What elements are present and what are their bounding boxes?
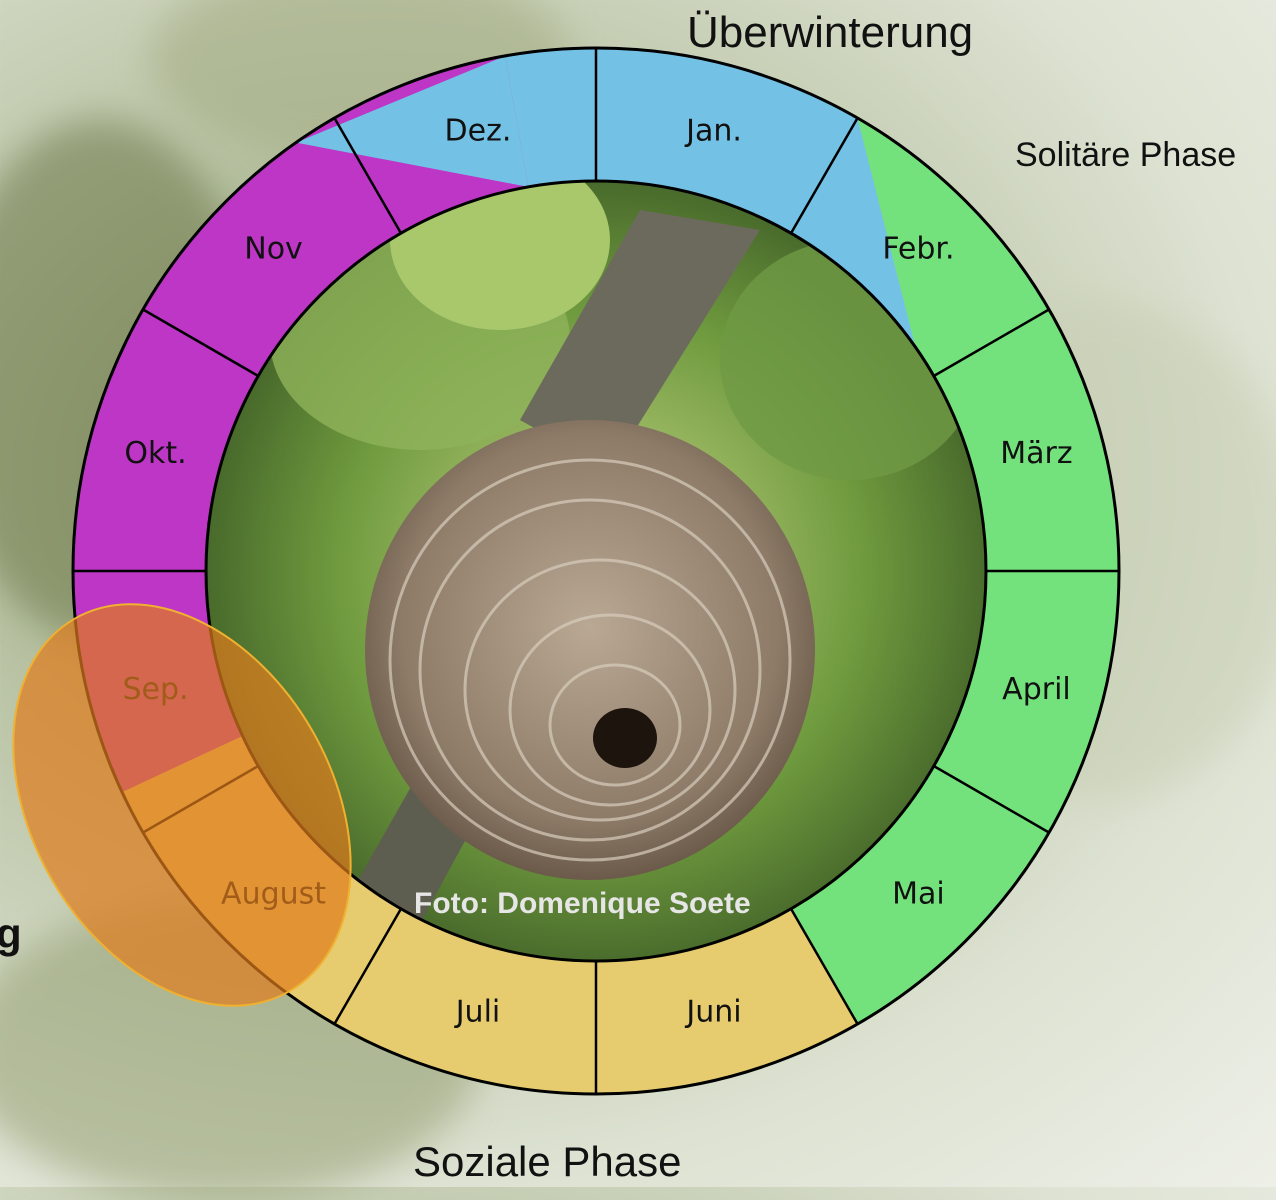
month-label-feb: Febr. <box>882 232 954 267</box>
month-label-may: Mai <box>892 876 945 911</box>
month-label-oct: Okt. <box>124 436 186 471</box>
photo-credit: Foto: Domenique Soete <box>414 887 751 920</box>
month-label-dec: Dez. <box>445 114 512 149</box>
month-label-apr: April <box>1002 672 1071 707</box>
cut-off-label: g <box>0 910 22 958</box>
month-label-nov: Nov <box>244 232 303 267</box>
month-label-jan: Jan. <box>684 114 742 149</box>
phase-label-social: Soziale Phase <box>413 1138 682 1186</box>
phase-label-solitary: Solitäre Phase <box>1015 136 1236 175</box>
month-label-jun: Juni <box>684 994 741 1029</box>
month-label-mar: März <box>1000 436 1072 471</box>
month-label-jul: Juli <box>454 994 501 1029</box>
phase-label-winter: Überwinterung <box>687 8 973 58</box>
